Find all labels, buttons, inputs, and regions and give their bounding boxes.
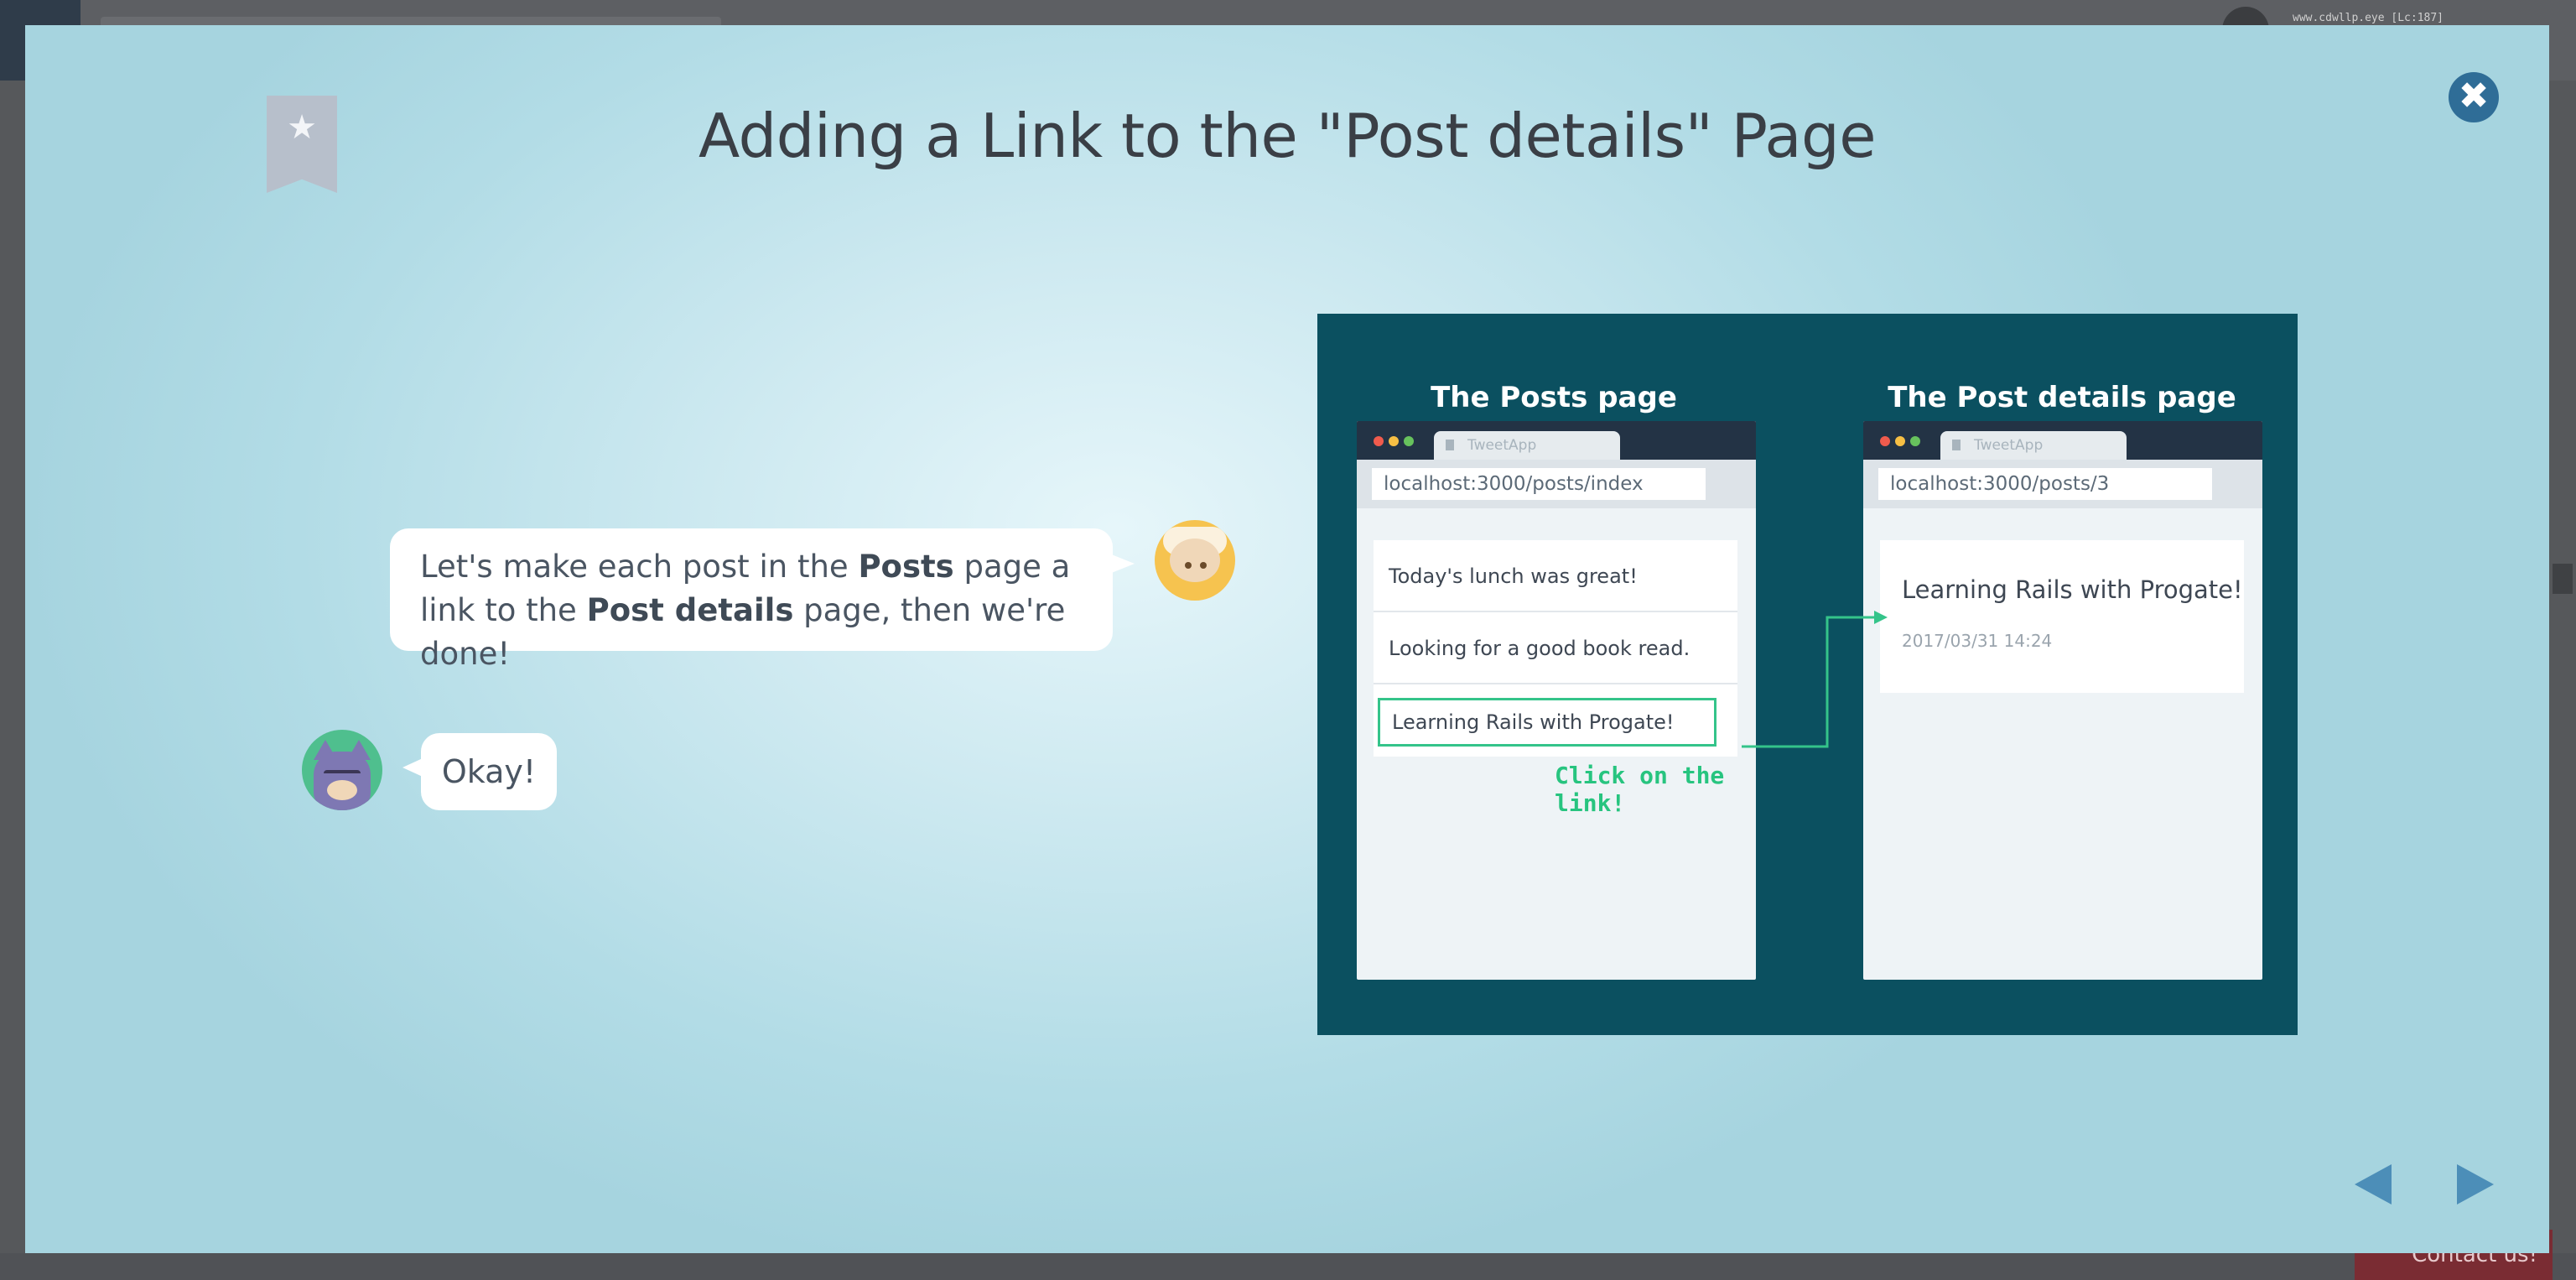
- background-bottom-bar: [0, 1253, 2576, 1280]
- next-arrow-icon[interactable]: [2457, 1164, 2494, 1205]
- link-arrow-line: [1742, 616, 1877, 748]
- close-button[interactable]: ✖: [2449, 72, 2499, 122]
- speech-bubble-sheep: Let's make each post in the Posts page a…: [390, 528, 1135, 672]
- close-icon: ✖: [2458, 75, 2490, 117]
- link-arrow-head: [1874, 611, 1888, 624]
- star-icon: ★: [287, 108, 317, 147]
- details-url: localhost:3000/posts/3: [1878, 468, 2212, 500]
- detail-title: Learning Rails with Progate!: [1902, 575, 2243, 604]
- post-link-highlight: Learning Rails with Progate!: [1378, 698, 1716, 747]
- prev-arrow-icon[interactable]: [2355, 1164, 2392, 1205]
- post-item: Looking for a good book read.: [1374, 612, 1737, 684]
- click-note: Click on the link!: [1555, 762, 1725, 817]
- bubble-bold-posts: Posts: [858, 549, 954, 585]
- browser-tab: TweetApp: [1434, 431, 1620, 460]
- post-details-browser-mock: TweetApp localhost:3000/posts/3 Learning…: [1863, 421, 2262, 980]
- link-arrow: [1742, 611, 1888, 748]
- bubble-text-2: page a link to the: [420, 549, 1071, 628]
- background-scrollbar: [2553, 564, 2573, 594]
- speech-bubble-cat: Okay!: [402, 733, 557, 810]
- background-url-text: www.cdwllp.eye [Lc:187]: [2293, 12, 2444, 24]
- bubble-text-1: Let's make each post in the: [420, 549, 859, 585]
- posts-url: localhost:3000/posts/index: [1372, 468, 1706, 500]
- browser-tab: TweetApp: [1940, 431, 2127, 460]
- post-item: Today's lunch was great!: [1374, 540, 1737, 612]
- posts-browser-mock: TweetApp localhost:3000/posts/index Toda…: [1357, 421, 1756, 980]
- post-details-page-heading: The Post details page: [1888, 381, 2236, 414]
- file-icon: [1446, 440, 1454, 450]
- slide-illustration: The Posts page The Post details page Twe…: [1317, 314, 2298, 1035]
- detail-date: 2017/03/31 14:24: [1902, 631, 2053, 651]
- slide-title: Adding a Link to the "Post details" Page: [698, 101, 1877, 171]
- bubble-bold-post-details: Post details: [586, 592, 794, 628]
- bookmark-button[interactable]: ★: [267, 96, 337, 193]
- posts-page-heading: The Posts page: [1431, 381, 1677, 414]
- file-icon: [1952, 440, 1961, 450]
- slide-modal: ★ Adding a Link to the "Post details" Pa…: [25, 25, 2549, 1253]
- sheep-avatar: [1155, 520, 1235, 601]
- post-detail-card: Learning Rails with Progate! 2017/03/31 …: [1880, 540, 2244, 693]
- cat-avatar: [302, 730, 382, 810]
- bubble-text-3: page, then we're done!: [420, 592, 1066, 672]
